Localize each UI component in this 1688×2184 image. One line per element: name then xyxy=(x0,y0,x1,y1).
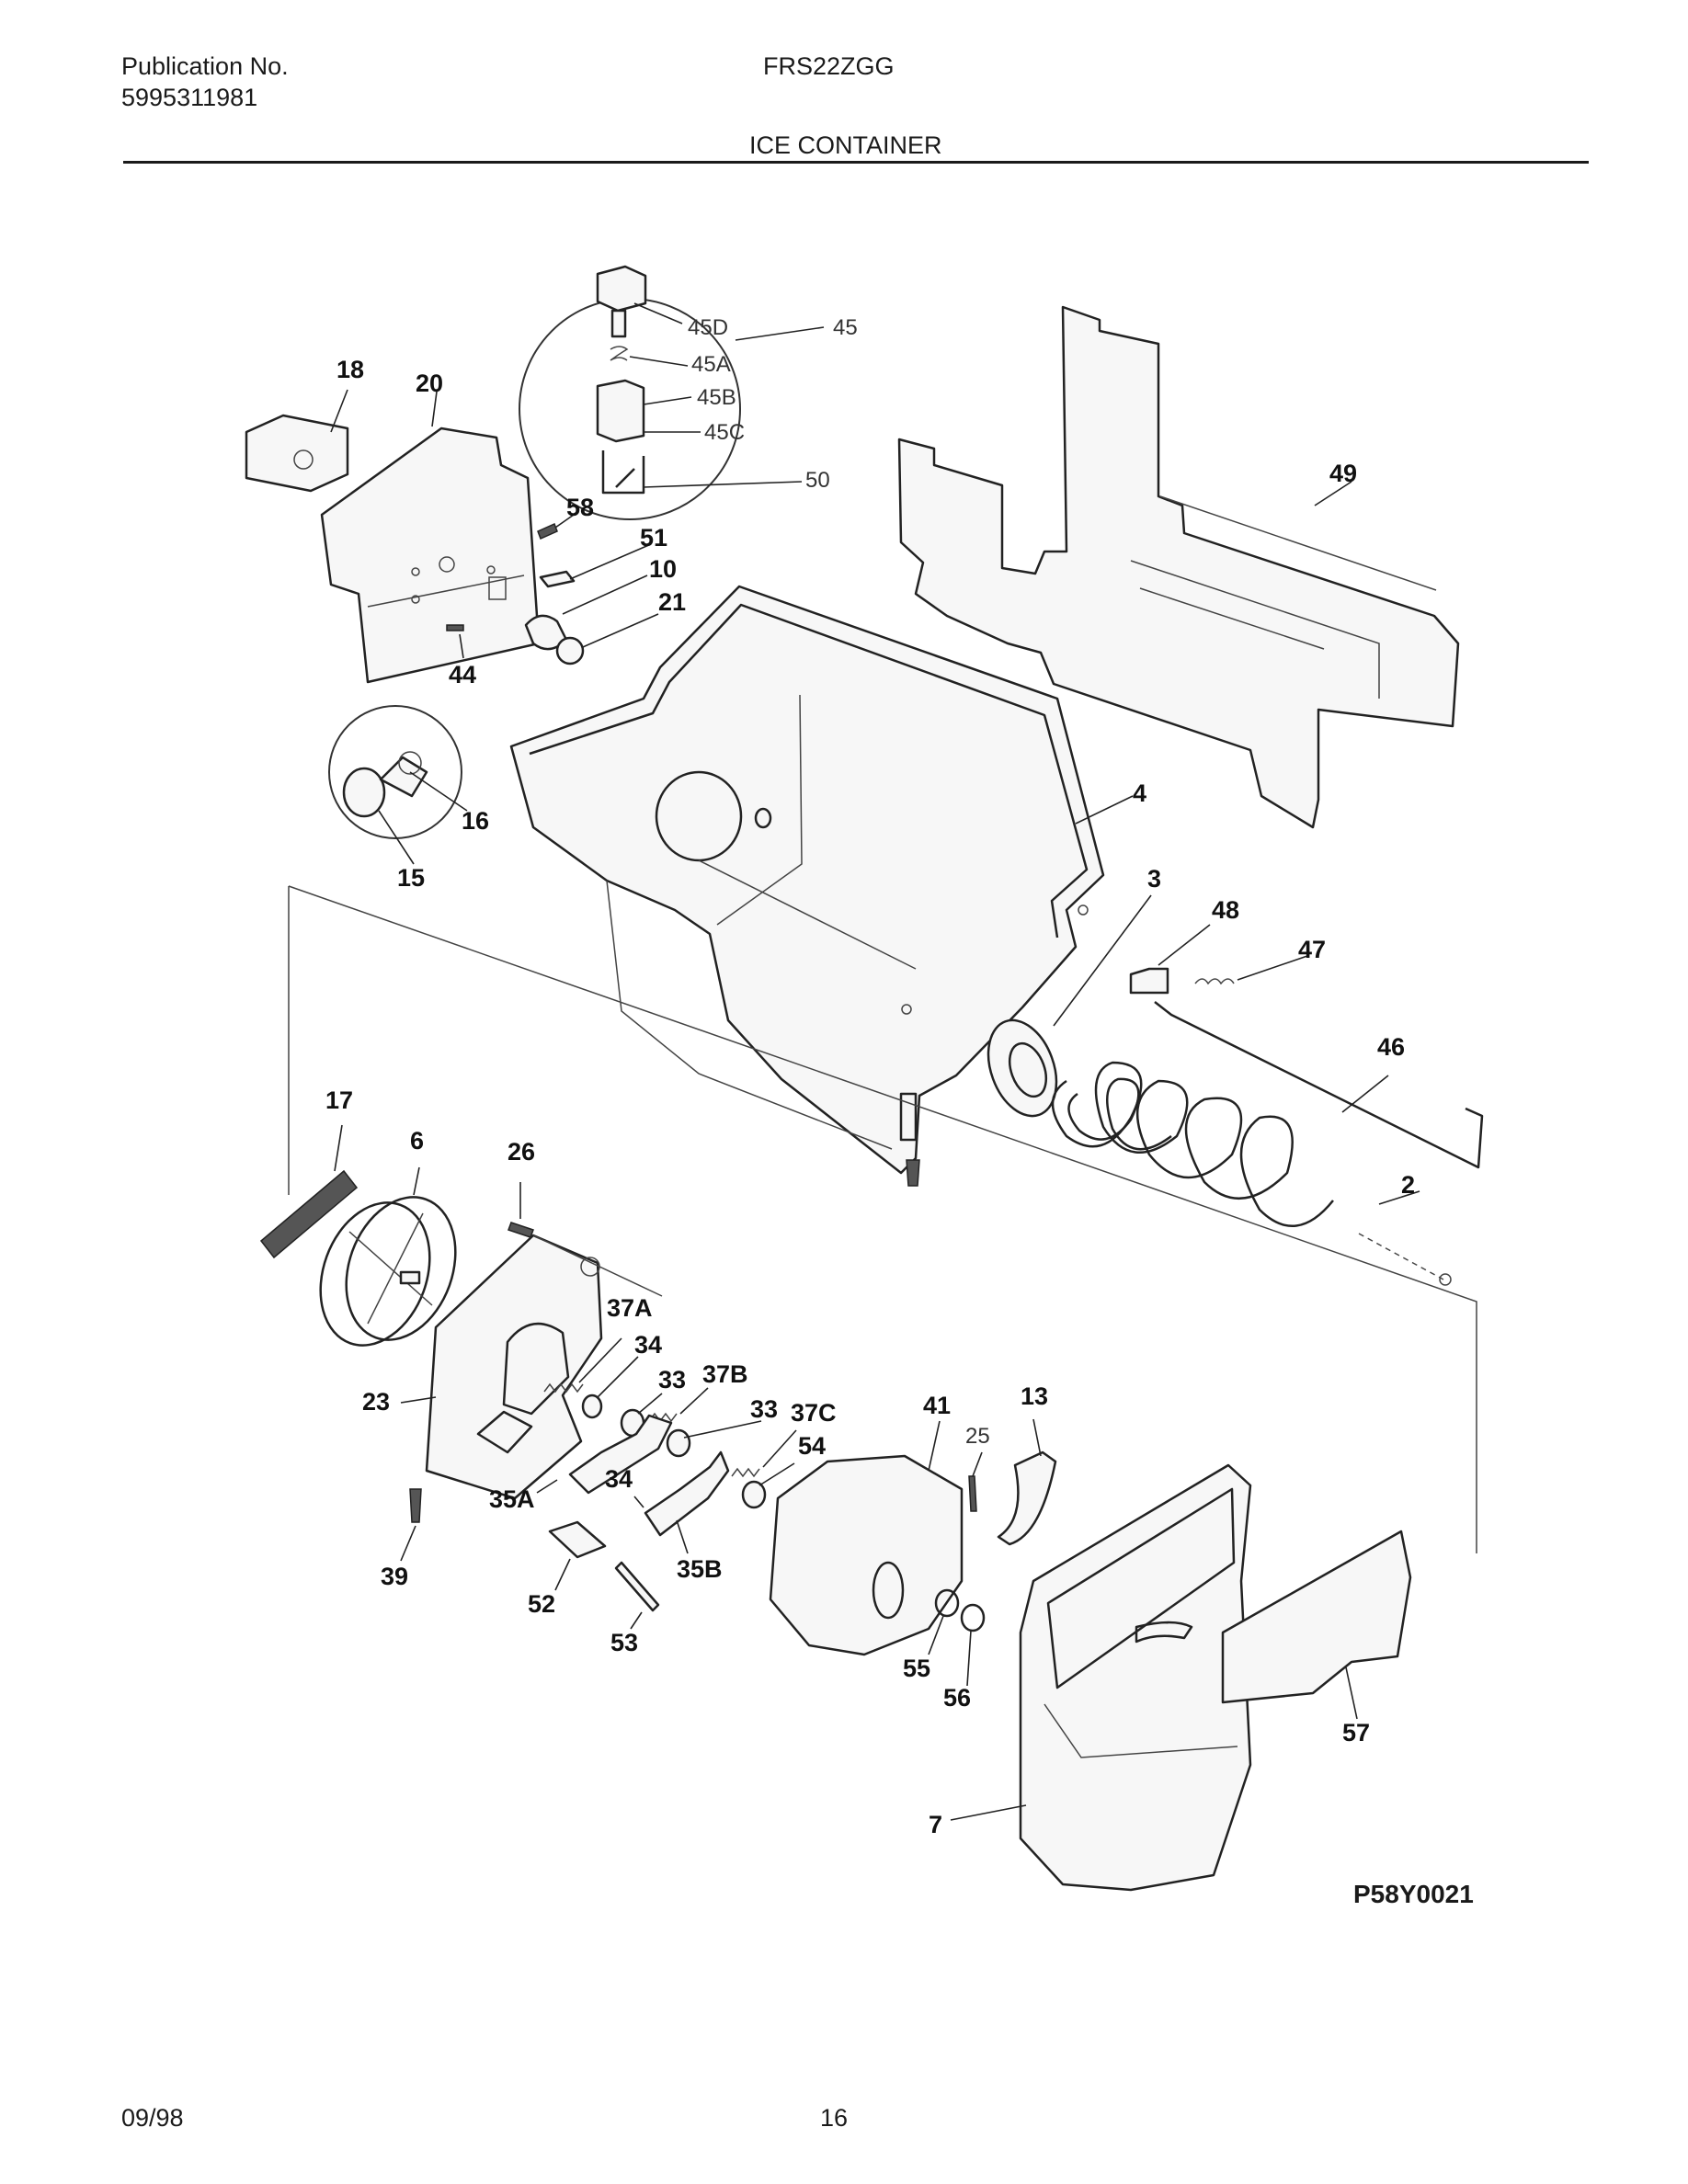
callout-33-left: 33 xyxy=(658,1366,686,1393)
callout-51: 51 xyxy=(640,524,667,552)
inset-detail-45 xyxy=(519,265,825,520)
callout-56: 56 xyxy=(943,1684,971,1712)
auger-assembly xyxy=(987,894,1484,1286)
page-number: 16 xyxy=(820,2104,849,2132)
callout-35B: 35B xyxy=(677,1555,723,1583)
callout-55: 55 xyxy=(903,1655,930,1682)
callout-25: 25 xyxy=(965,1424,990,1449)
callout-41: 41 xyxy=(923,1392,951,1419)
header-rule xyxy=(123,161,1589,164)
callout-37A: 37A xyxy=(607,1294,653,1322)
callout-21: 21 xyxy=(658,588,686,616)
section-title: ICE CONTAINER xyxy=(749,131,942,159)
callout-34-upper: 34 xyxy=(634,1331,662,1359)
callout-58: 58 xyxy=(566,494,594,521)
model-number: FRS22ZGG xyxy=(763,52,895,80)
light-bulb-inset xyxy=(328,705,468,865)
callout-37B: 37B xyxy=(702,1360,748,1388)
mounting-plate-23 xyxy=(400,1182,663,1500)
callout-34-lower: 34 xyxy=(605,1465,633,1493)
callout-47: 47 xyxy=(1298,936,1326,963)
callout-23: 23 xyxy=(362,1388,390,1416)
callout-4: 4 xyxy=(1133,779,1146,807)
callout-16: 16 xyxy=(462,807,489,835)
bracket-assembly xyxy=(245,389,659,684)
callout-labels: 18 20 58 51 10 21 44 16 15 4 49 3 48 47 … xyxy=(325,356,1415,1838)
ice-container-4 xyxy=(509,585,1134,1187)
callout-26: 26 xyxy=(508,1138,535,1166)
publication-number: 5995311981 xyxy=(121,84,258,111)
callout-44: 44 xyxy=(449,661,476,688)
callout-2: 2 xyxy=(1401,1171,1415,1199)
callout-3: 3 xyxy=(1147,865,1161,893)
callout-33-right: 33 xyxy=(750,1395,778,1423)
callout-52: 52 xyxy=(528,1590,555,1618)
callout-6: 6 xyxy=(410,1127,424,1155)
front-door-7 xyxy=(950,1463,1412,1892)
callout-15: 15 xyxy=(397,864,425,892)
callout-39: 39 xyxy=(381,1563,408,1590)
callout-45B: 45B xyxy=(697,385,736,410)
callout-17: 17 xyxy=(325,1086,353,1114)
enclosure-outline xyxy=(288,885,1477,1553)
crusher-wheel xyxy=(259,1124,457,1347)
callout-37C: 37C xyxy=(791,1399,837,1427)
callout-45C: 45C xyxy=(704,420,745,445)
callout-18: 18 xyxy=(336,356,364,383)
callout-54: 54 xyxy=(798,1432,826,1460)
figure-code: P58Y0021 xyxy=(1353,1880,1474,1908)
callout-53: 53 xyxy=(610,1629,638,1656)
cam-spring-assembly xyxy=(536,1337,797,1554)
cover-49 xyxy=(897,305,1460,829)
footer-date: 09/98 xyxy=(121,2104,184,2132)
callout-35A: 35A xyxy=(489,1485,535,1513)
callout-13: 13 xyxy=(1021,1382,1048,1410)
callout-45: 45 xyxy=(833,315,858,340)
callout-50: 50 xyxy=(805,468,830,493)
callout-46: 46 xyxy=(1377,1033,1405,1061)
callout-48: 48 xyxy=(1212,896,1239,924)
callout-45A: 45A xyxy=(691,352,731,377)
publication-label: Publication No. xyxy=(121,52,289,80)
callout-7: 7 xyxy=(929,1811,942,1838)
callout-49: 49 xyxy=(1329,460,1357,487)
lower-hardware xyxy=(400,1418,1057,1687)
callout-57: 57 xyxy=(1342,1719,1370,1746)
callout-45D: 45D xyxy=(688,315,728,340)
callout-10: 10 xyxy=(649,555,677,583)
callout-20: 20 xyxy=(416,370,443,397)
inset-callout-labels: 45D 45 45A 45B 45C 50 xyxy=(688,315,858,493)
